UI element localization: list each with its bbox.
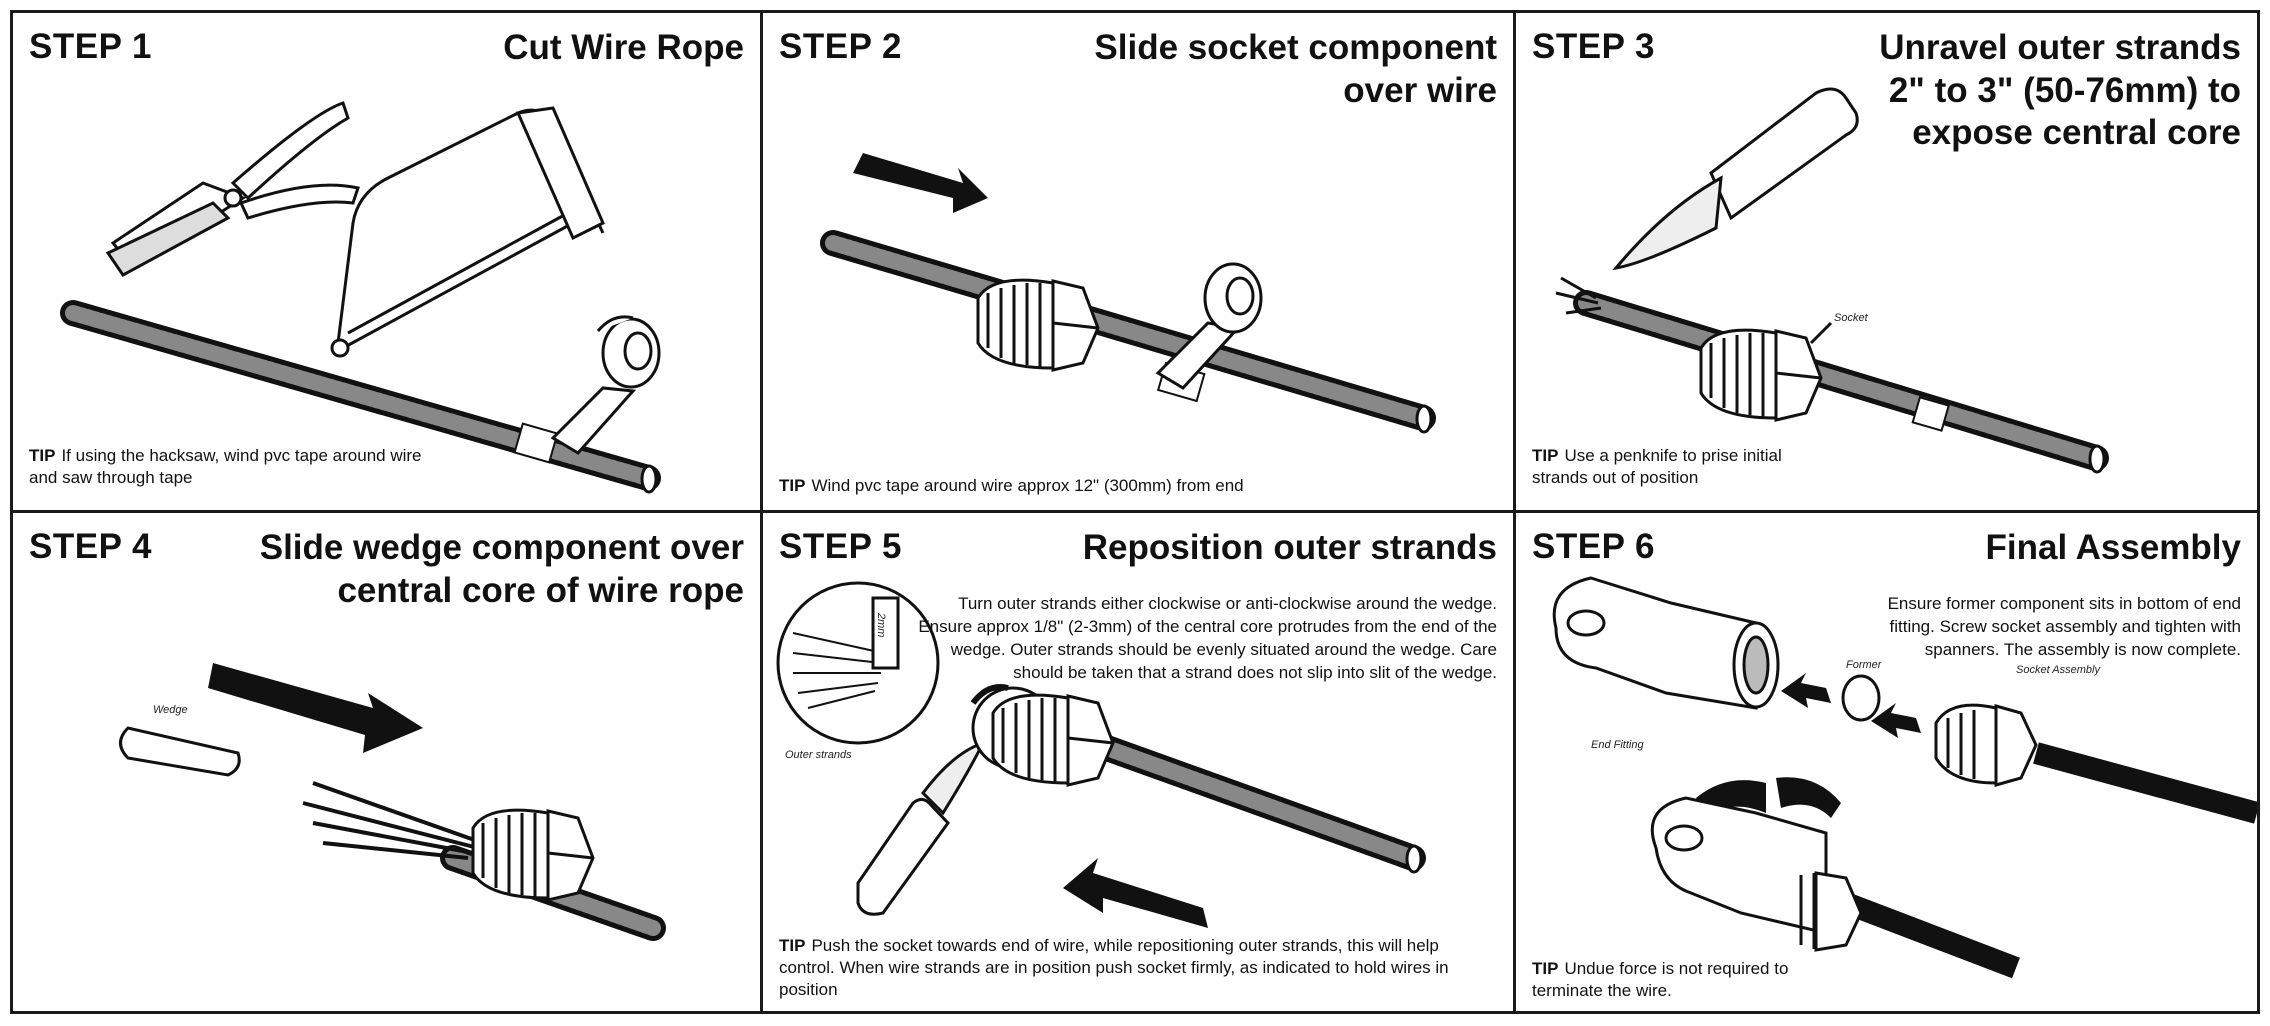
step-2-label: STEP 2 xyxy=(779,27,902,66)
step-4-label: STEP 4 xyxy=(29,527,152,566)
magnifier-inset-icon xyxy=(776,581,940,745)
step-5-description: Turn outer strands either clockwise or a… xyxy=(918,594,1497,682)
wire-rope-icon xyxy=(1080,730,1426,874)
wire-rope-icon xyxy=(1555,276,2109,474)
step-2-tip: TIP Wind pvc tape around wire approx 12" … xyxy=(779,475,1479,497)
socket-icon xyxy=(471,808,595,902)
end-fitting-callout: End Fitting xyxy=(1591,739,1644,751)
step-5-tip-label: TIP xyxy=(779,936,806,955)
end-fitting-top-icon xyxy=(1552,576,1780,710)
step-2-illustration xyxy=(820,153,1436,434)
socket-icon xyxy=(976,278,1100,372)
step-5-label: STEP 5 xyxy=(779,527,902,566)
step-2-title: Slide socket component over wire xyxy=(1094,28,1497,110)
socket-icon xyxy=(1699,321,1833,422)
socket-callout: Socket xyxy=(1834,312,1869,324)
divider-horizontal xyxy=(13,510,2257,513)
step-1-illustration xyxy=(60,101,661,494)
former-icon xyxy=(1841,674,1881,722)
step-6-label: STEP 6 xyxy=(1532,527,1655,566)
step-3-illustration: Socket xyxy=(1555,87,2109,474)
arrow-right-icon xyxy=(208,663,423,753)
penknife-icon xyxy=(1612,87,1859,271)
wire-rope-icon xyxy=(820,230,1436,434)
rotate-arrow-icon xyxy=(970,684,1009,705)
step-2-panel: STEP 2 Slide socket component over wire … xyxy=(763,13,1513,510)
tape-roll-icon xyxy=(1155,262,1263,390)
step-5-illustration: 2mm Outer strands xyxy=(776,581,1426,928)
hacksaw-icon xyxy=(330,106,605,358)
step-5-title: Reposition outer strands xyxy=(1082,528,1497,567)
step-3-title: Unravel outer strands 2" to 3" (50-76mm)… xyxy=(1879,28,2241,153)
pliers-icon xyxy=(105,101,360,277)
arrow-left-icon xyxy=(1063,858,1208,928)
step-3-panel: Socket STEP 3 Unravel outer strands 2" t… xyxy=(1516,13,2257,510)
step-5-tip-text: Push the socket towards end of wire, whi… xyxy=(779,936,1449,1000)
socket-icon xyxy=(991,693,1115,787)
step-4-illustration: Wedge xyxy=(119,663,666,941)
step-3-tip-label: TIP xyxy=(1532,446,1559,465)
tape-roll-icon xyxy=(550,315,661,455)
former-callout: Former xyxy=(1846,659,1883,671)
wedge-callout: Wedge xyxy=(153,704,188,716)
step-3-tip-text: Use a penknife to prise initial strands … xyxy=(1532,446,1782,488)
end-fitting-bottom-icon xyxy=(1650,796,1828,935)
step-5-panel: 2mm Outer strands STEP 5 Reposition o xyxy=(763,513,1513,1011)
outer-strands-callout: Outer strands xyxy=(785,749,852,761)
step-2-tip-label: TIP xyxy=(779,476,806,495)
penknife-icon xyxy=(856,740,986,916)
socket-assembly-callout: Socket Assembly xyxy=(2016,664,2101,676)
gap-callout: 2mm xyxy=(875,612,887,637)
wire-rope-icon xyxy=(1799,871,2020,979)
rotate-arrow-icon xyxy=(1776,777,1841,818)
socket-assembly-icon xyxy=(1934,703,2257,824)
step-6-panel: End Fitting Former Socket Assembly xyxy=(1516,513,2257,1011)
step-3-label: STEP 3 xyxy=(1532,27,1655,66)
step-1-label: STEP 1 xyxy=(29,27,152,66)
step-4-title: Slide wedge component over central core … xyxy=(259,528,744,610)
wedge-icon xyxy=(119,726,241,777)
step-6-tip-label: TIP xyxy=(1532,959,1559,978)
step-6-tip-text: Undue force is not required to terminate… xyxy=(1532,959,1789,1001)
step-6-title: Final Assembly xyxy=(1985,528,2241,567)
step-6-illustration: End Fitting Former Socket Assembly xyxy=(1552,576,2257,979)
arrow-left-icon xyxy=(1871,703,1921,738)
step-6-description: Ensure former component sits in bottom o… xyxy=(1887,594,2241,659)
step-1-title: Cut Wire Rope xyxy=(503,28,744,67)
step-2-tip-text: Wind pvc tape around wire approx 12" (30… xyxy=(811,476,1244,495)
step-4-panel: Wedge STEP 4 Slide wedge component over … xyxy=(13,513,760,1011)
step-1-tip-text: If using the hacksaw, wind pvc tape arou… xyxy=(29,446,422,488)
arrow-left-icon xyxy=(1781,673,1831,708)
arrow-right-icon xyxy=(853,153,988,213)
step-1-tip-label: TIP xyxy=(29,446,56,465)
wire-rope-icon xyxy=(60,300,661,494)
